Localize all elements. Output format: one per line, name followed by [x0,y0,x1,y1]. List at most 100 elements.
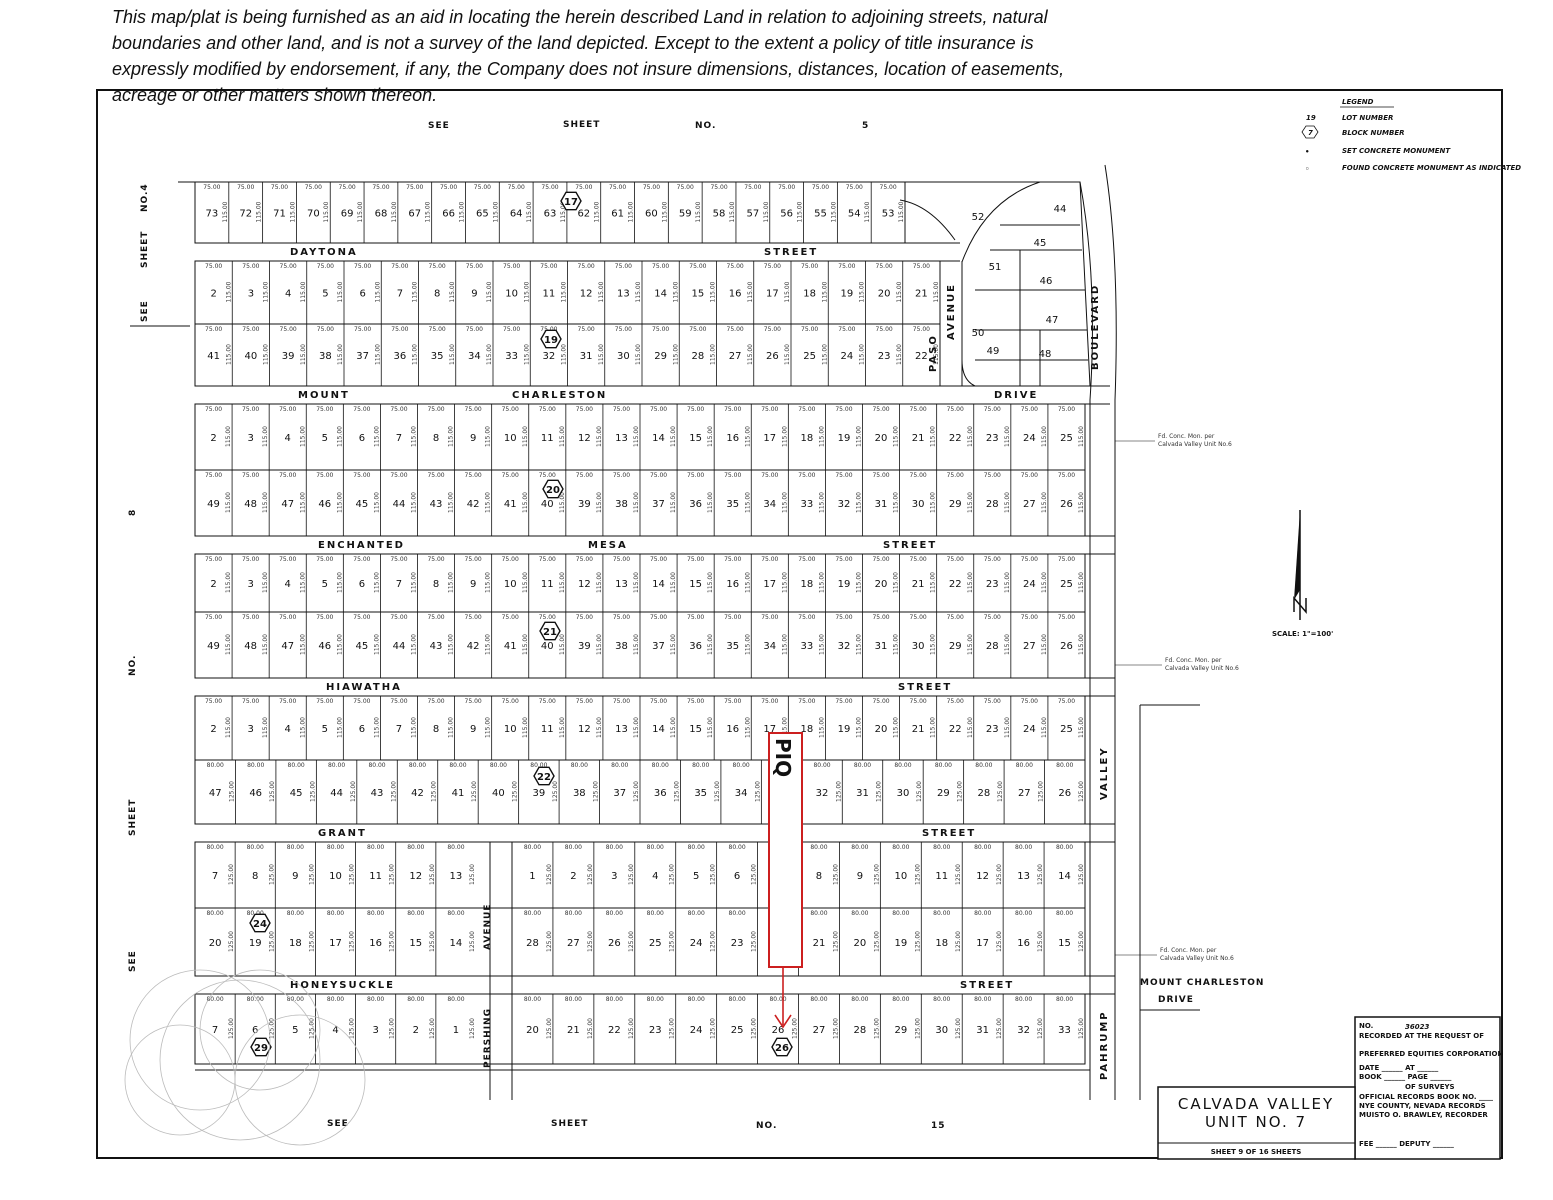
lot-number: 45 [356,641,369,652]
lot-depth-dim: 115.00 [559,492,566,513]
lot-number: 6 [252,1025,258,1036]
lot-width-dim: 75.00 [205,614,222,621]
lot-number: 5 [292,1025,298,1036]
lot-depth-dim: 115.00 [225,281,232,302]
lot-depth-dim: 115.00 [559,634,566,655]
lot-width-dim: 80.00 [810,910,827,917]
lot-depth-dim: 115.00 [225,426,232,447]
lot-number: 65 [476,209,489,220]
lot-number: 7 [396,724,402,735]
lot-width-dim: 75.00 [910,406,927,413]
lot-width-dim: 75.00 [353,614,370,621]
see-top-sheet: SHEET [563,120,600,130]
scale-text: SCALE: 1"=100' [1272,630,1333,638]
lot-width-dim: 75.00 [466,326,483,333]
lot-number: 15 [689,433,702,444]
lot-number: 10 [504,579,517,590]
lot-width-dim: 75.00 [242,614,259,621]
lot-width-dim: 80.00 [647,844,664,851]
lot-number: 48 [244,641,257,652]
lot-width-dim: 75.00 [652,326,669,333]
lot-width-dim: 75.00 [508,184,525,191]
block-number: 26 [775,1043,789,1054]
lot-number: 11 [541,579,554,590]
lot-number: 5 [693,871,699,882]
lot-width-dim: 75.00 [237,184,254,191]
lot-number: 4 [285,433,291,444]
lot-depth-dim: 115.00 [522,634,529,655]
lot-width-dim: 80.00 [206,910,223,917]
lot-depth-dim: 125.00 [751,931,758,952]
lot-width-dim: 75.00 [502,406,519,413]
rec-line-2: PREFERRED EQUITIES CORPORATION [1359,1050,1503,1058]
lot-number: 39 [532,788,545,799]
block-hexagon [771,1037,793,1057]
legend-sym-lot: 19 [1306,114,1316,122]
lot-width-dim: 75.00 [652,263,669,270]
lot-depth-dim: 115.00 [458,201,465,222]
lot-depth-dim: 125.00 [1037,931,1044,952]
lot-depth-dim: 115.00 [744,492,751,513]
lot-depth-dim: 115.00 [411,572,418,593]
lot-number: 42 [467,641,480,652]
lot-number: 26 [1060,499,1073,510]
lot-width-dim: 75.00 [677,184,694,191]
ne-lot-number: 52 [972,212,985,223]
lot-depth-dim: 115.00 [707,634,714,655]
lot-number: 20 [878,289,891,300]
lot-width-dim: 80.00 [733,762,750,769]
lot-width-dim: 75.00 [316,556,333,563]
lot-depth-dim: 115.00 [933,344,940,365]
lot-number: 25 [1060,433,1073,444]
lot-width-dim: 75.00 [613,472,630,479]
lot-number: 62 [577,209,590,220]
lot-number: 9 [292,871,298,882]
lot-depth-dim: 115.00 [300,281,307,302]
lot-number: 4 [332,1025,338,1036]
lot-number: 54 [848,209,861,220]
lot-depth-dim: 115.00 [225,717,232,738]
legend-hex-icon [1301,125,1319,139]
lot-number: 9 [470,579,476,590]
mon-note-2a: Fd. Conc. Mon. per [1165,657,1222,664]
lot-depth-dim: 115.00 [661,201,668,222]
lot-depth-dim: 125.00 [308,1018,315,1039]
lot-width-dim: 75.00 [876,263,893,270]
lot-number: 11 [541,724,554,735]
mon-note-3b: Calvada Valley Unit No.6 [1160,955,1234,962]
lot-number: 11 [541,433,554,444]
lot-number: 9 [471,289,477,300]
lot-number: 22 [608,1025,621,1036]
lot-number: 44 [393,641,406,652]
lot-number: 11 [935,871,948,882]
lot-depth-dim: 125.00 [792,1018,799,1039]
lot-number: 18 [801,724,814,735]
lot-number: 18 [289,938,302,949]
lot-width-dim: 80.00 [524,996,541,1003]
lot-width-dim: 75.00 [1021,698,1038,705]
lot-number: 15 [689,724,702,735]
lot-width-dim: 75.00 [876,326,893,333]
lot-width-dim: 75.00 [242,263,259,270]
lot-width-dim: 80.00 [367,910,384,917]
lot-number: 34 [763,641,776,652]
lot-width-dim: 75.00 [203,184,220,191]
lot-depth-dim: 125.00 [1037,864,1044,885]
ne-lot-number: 46 [1040,276,1053,287]
street-mesa: MESA [588,540,628,551]
street-mount-charleston-right: MOUNT CHARLESTON [1140,978,1264,988]
lot-width-dim: 80.00 [571,762,588,769]
lot-depth-dim: 125.00 [228,931,235,952]
lot-number: 3 [247,579,253,590]
lot-depth-dim: 125.00 [1078,781,1085,802]
lot-depth-dim: 115.00 [300,344,307,365]
lot-number: 49 [207,499,220,510]
lot-width-dim: 80.00 [892,844,909,851]
rec-line-5: OF SURVEYS [1405,1083,1455,1091]
lot-depth-dim: 115.00 [930,717,937,738]
lot-depth-dim: 115.00 [1004,426,1011,447]
see-left-num: 8 [128,509,138,516]
mon-note-3a: Fd. Conc. Mon. per [1160,947,1217,954]
lot-width-dim: 80.00 [407,844,424,851]
lot-depth-dim: 125.00 [957,781,964,802]
